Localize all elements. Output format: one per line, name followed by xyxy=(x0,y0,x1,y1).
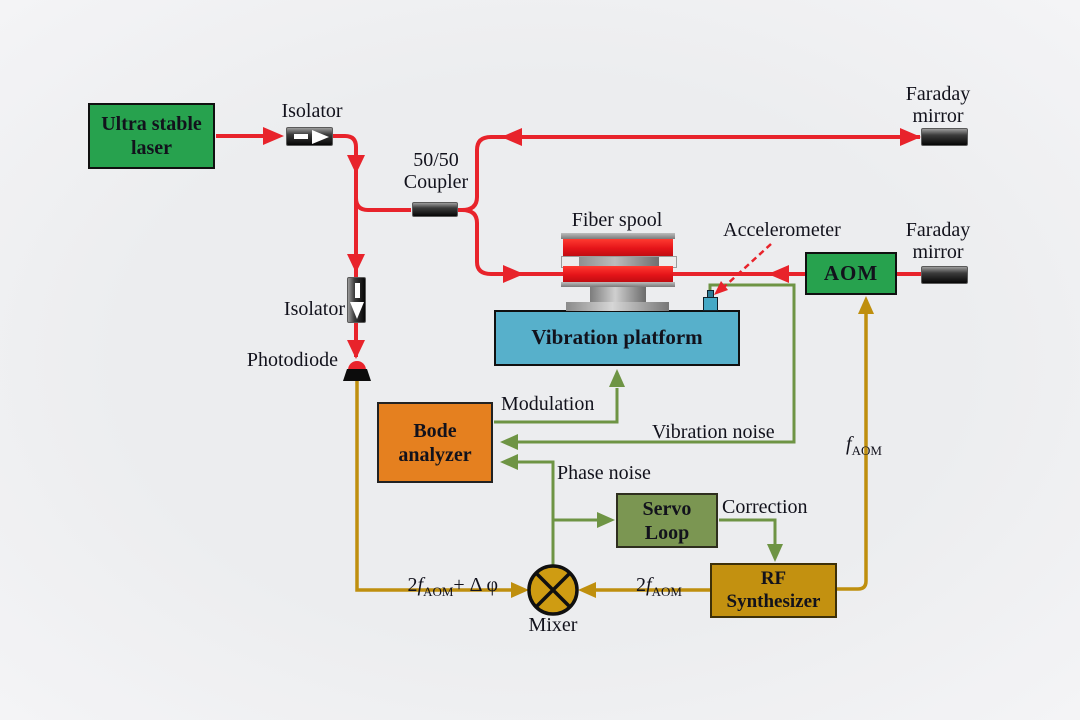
vibration-platform-box: Vibration platform xyxy=(494,310,740,366)
coupler-label: 50/50 Coupler xyxy=(386,149,486,193)
fiber-arrow-into-isolator xyxy=(263,127,284,145)
rf-label-line2: Synthesizer xyxy=(726,590,821,612)
coupler-label-line1: 50/50 xyxy=(413,149,459,171)
modulation-arrow xyxy=(609,369,625,387)
isolator-horizontal-arrow xyxy=(312,129,329,144)
isolator-vertical-stem xyxy=(354,283,360,298)
faraday-top-label: Faraday mirror xyxy=(905,83,971,127)
vibration-noise-label: Vibration noise xyxy=(652,421,775,443)
fiber-junction-to-coupler xyxy=(354,197,411,212)
laser-label-line2: laser xyxy=(130,137,173,159)
fiber-spool-label: Fiber spool xyxy=(571,209,663,231)
photodiode-to-mixer-line xyxy=(355,381,512,592)
accelerometer-sensor xyxy=(703,297,718,311)
faraday-right-label: Faraday mirror xyxy=(905,219,971,263)
servo-input-arrow xyxy=(597,512,615,528)
mixer-left-arrow xyxy=(511,582,529,598)
faraday-mirror-right xyxy=(921,266,968,284)
phase-noise-label: Phase noise xyxy=(557,462,651,484)
fiber-arrow-down-2 xyxy=(347,254,365,273)
fiber-spool-pedestal xyxy=(590,287,646,302)
correction-label: Correction xyxy=(722,496,808,518)
fiber-isolator-to-photodiode xyxy=(332,134,358,357)
bode-label-line2: analyzer xyxy=(398,443,472,466)
isolator-vertical-arrow xyxy=(349,302,364,319)
fiber-arrow-into-spool xyxy=(503,265,524,283)
fiber-arrow-into-top-mirror xyxy=(900,128,921,146)
servo-loop-box: Servo Loop xyxy=(616,493,718,548)
bode-analyzer-box: Bode analyzer xyxy=(377,402,493,483)
servo-label-line2: Loop xyxy=(644,521,690,544)
faraday-mirror-top xyxy=(921,128,968,146)
isolator-horizontal-stem xyxy=(294,134,308,139)
two-f-aom-label: 2fAOM xyxy=(636,574,682,599)
accelerometer-pointer-arrow xyxy=(714,281,728,295)
ultra-stable-laser-box: Ultra stable laser xyxy=(88,103,215,169)
fiber-coupler-to-spool-aom xyxy=(458,208,806,276)
fiber-arrow-return-from-aom xyxy=(768,265,789,283)
fiber-arrow-into-photodiode xyxy=(347,340,365,359)
photodiode-body xyxy=(343,369,371,381)
coupler-5050 xyxy=(412,202,458,217)
phase-noise-line xyxy=(505,460,555,565)
rf-label-line1: RF xyxy=(760,567,787,589)
phase-noise-arrow xyxy=(500,454,518,470)
aom-label: AOM xyxy=(823,260,879,285)
fiber-spool-bottom-plate xyxy=(561,282,675,287)
vibration-noise-arrow xyxy=(500,434,518,450)
servo-label-line1: Servo xyxy=(642,497,692,520)
isolator-horizontal xyxy=(286,127,333,146)
isolator-top-label: Isolator xyxy=(281,100,343,122)
isolator-left-label: Isolator xyxy=(283,298,345,320)
fiber-coupler-to-top-mirror xyxy=(458,135,920,212)
two-f-aom-dphi-label: 2fAOM+ Δ φ xyxy=(407,574,499,599)
aom-box: AOM xyxy=(805,252,897,295)
correction-line xyxy=(719,518,777,548)
fiber-spool-top-plate xyxy=(561,233,675,239)
f-aom-label: fAOM xyxy=(846,433,882,458)
mixer-right-arrow xyxy=(578,582,596,598)
photodiode-dome xyxy=(348,361,366,370)
fiber-spool-bottom-disc xyxy=(563,266,673,282)
rf-to-aom-line xyxy=(836,300,868,591)
fiber-spool-base xyxy=(566,302,669,311)
coupler-label-line2: Coupler xyxy=(403,171,469,193)
fiber-arrow-down-1 xyxy=(347,155,365,174)
mixer-label: Mixer xyxy=(528,614,578,636)
fiber-arrow-return-top xyxy=(501,128,522,146)
bode-label-line1: Bode xyxy=(413,419,457,442)
laser-label-line1: Ultra stable xyxy=(101,113,202,135)
modulation-line xyxy=(494,388,619,424)
modulation-label: Modulation xyxy=(501,393,595,415)
accelerometer-pointer-line xyxy=(723,243,772,288)
mixer-x-2 xyxy=(535,572,571,608)
accelerometer-label: Accelerometer xyxy=(723,219,841,241)
vibration-platform-label: Vibration platform xyxy=(531,325,703,350)
aom-drive-arrow xyxy=(858,296,874,314)
fiber-spool-core xyxy=(579,257,659,267)
rf-synthesizer-box: RF Synthesizer xyxy=(710,563,837,618)
vibration-noise-line xyxy=(505,283,796,444)
correction-arrow xyxy=(767,544,783,562)
isolator-vertical xyxy=(347,277,366,323)
photodiode-label: Photodiode xyxy=(246,349,338,371)
fiber-spool-top-disc xyxy=(563,239,673,256)
